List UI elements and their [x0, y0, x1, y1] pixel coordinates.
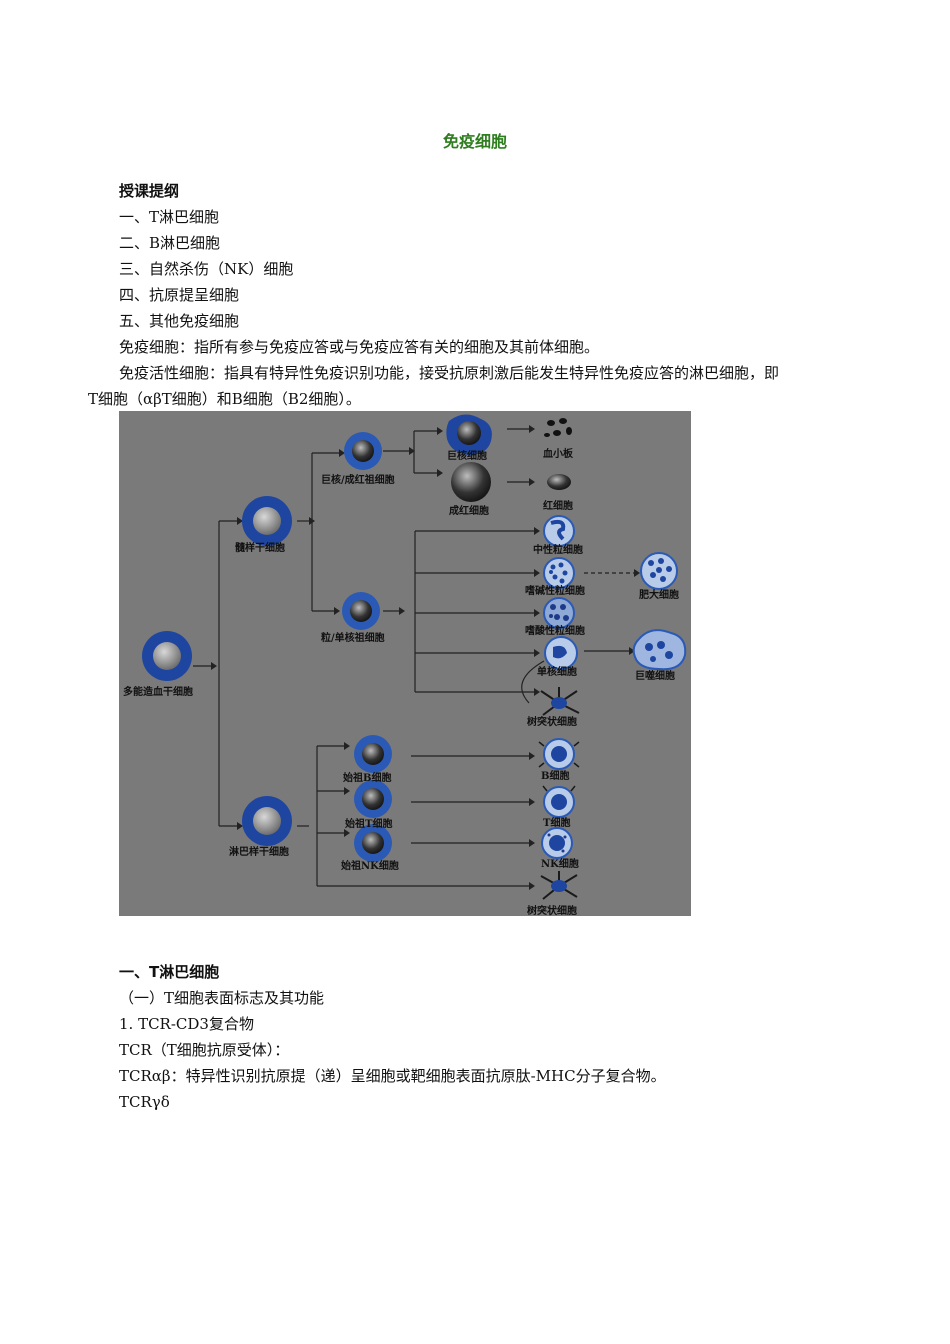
progenitor-cell-icon [342, 432, 392, 862]
paragraph: TCRαβ：特异性识别抗原提（递）呈细胞或靶细胞表面抗原肽-MHC分子复合物。 [119, 1067, 666, 1085]
outline-heading: 授课提纲 [119, 182, 180, 200]
paragraph: TCR（T细胞抗原受体）： [119, 1041, 290, 1059]
outline-item: 四、抗原提呈细胞 [119, 286, 240, 304]
mast-cell-label: 肥大细胞 [639, 588, 679, 601]
dendritic-cell-label: 树突状细胞 [527, 715, 577, 728]
hematopoiesis-diagram: 多能造血干细胞 髓样干细胞 淋巴样干细胞 巨核/成红祖细胞 粒/单核祖细胞 巨核… [119, 411, 691, 916]
outline-item: 二、B淋巴细胞 [119, 234, 221, 252]
section-heading: 一、T淋巴细胞 [119, 963, 220, 981]
megakaryocyte-icon [446, 414, 492, 455]
immune-cell-definition: 免疫细胞：指所有参与免疫应答或与免疫应答有关的细胞及其前体细胞。 [119, 338, 600, 356]
stem-cell-icon [142, 631, 192, 681]
myeloid-stem-cell-icon [242, 496, 292, 546]
mk-erythro-progenitor-label: 巨核/成红祖细胞 [321, 473, 395, 486]
paragraph: TCRγδ [119, 1093, 170, 1111]
pro-b-cell-label: 始祖B细胞 [343, 771, 391, 784]
subsection-heading: （一）T细胞表面标志及其功能 [119, 989, 325, 1007]
platelet-icon [544, 418, 572, 437]
pro-nk-cell-label: 始祖NK细胞 [341, 859, 399, 872]
b-cell-label: B细胞 [541, 769, 569, 782]
nk-cell-label: NK细胞 [541, 857, 579, 870]
page-title: 免疫细胞 [442, 132, 507, 151]
list-item: 1. TCR-CD3复合物 [119, 1015, 254, 1033]
t-cell-label: T细胞 [543, 816, 570, 829]
outline-item: 三、自然杀伤（NK）细胞 [119, 260, 294, 278]
red-blood-cell-icon [547, 474, 571, 490]
active-cell-definition-cont: T细胞（αβT细胞）和B细胞（B2细胞）。 [88, 390, 361, 408]
dendritic-cell-icon [540, 871, 578, 900]
basophil-icon [543, 557, 575, 589]
lymphoid-stem-cell-icon [242, 796, 292, 846]
erythroblast-icon [451, 462, 491, 502]
macrophage-label: 巨噬细胞 [635, 669, 675, 682]
macrophage-icon [632, 629, 687, 671]
eosinophil-label: 嗜酸性粒细胞 [525, 624, 585, 637]
nk-cell-icon [541, 827, 573, 859]
active-cell-definition: 免疫活性细胞：指具有特异性免疫识别功能，接受抗原刺激后能发生特异性免疫应答的淋巴… [119, 364, 780, 382]
dendritic-cell-icon [540, 687, 580, 716]
red-blood-cell-label: 红细胞 [543, 499, 573, 512]
dendritic-cell-label: 树突状细胞 [527, 904, 577, 916]
b-cell-icon [538, 738, 580, 770]
erythroblast-label: 成红细胞 [449, 504, 489, 517]
stem-cell-label: 多能造血干细胞 [123, 685, 193, 698]
megakaryocyte-label: 巨核细胞 [447, 449, 487, 462]
monocyte-label: 单核细胞 [537, 665, 577, 678]
outline-item: 五、其他免疫细胞 [119, 312, 240, 330]
neutrophil-icon [543, 515, 575, 547]
gm-progenitor-label: 粒/单核祖细胞 [321, 631, 385, 644]
t-cell-icon [542, 785, 576, 818]
basophil-label: 嗜碱性粒细胞 [525, 584, 585, 597]
myeloid-stem-cell-label: 髓样干细胞 [235, 541, 285, 554]
outline-item: 一、T淋巴细胞 [119, 208, 220, 226]
platelet-label: 血小板 [543, 447, 574, 460]
mast-cell-icon [640, 552, 678, 590]
neutrophil-label: 中性粒细胞 [533, 543, 583, 556]
pro-t-cell-label: 始祖T细胞 [345, 817, 392, 830]
monocyte-icon [544, 636, 578, 670]
lymphoid-stem-cell-label: 淋巴样干细胞 [229, 845, 289, 858]
eosinophil-icon [543, 597, 575, 629]
